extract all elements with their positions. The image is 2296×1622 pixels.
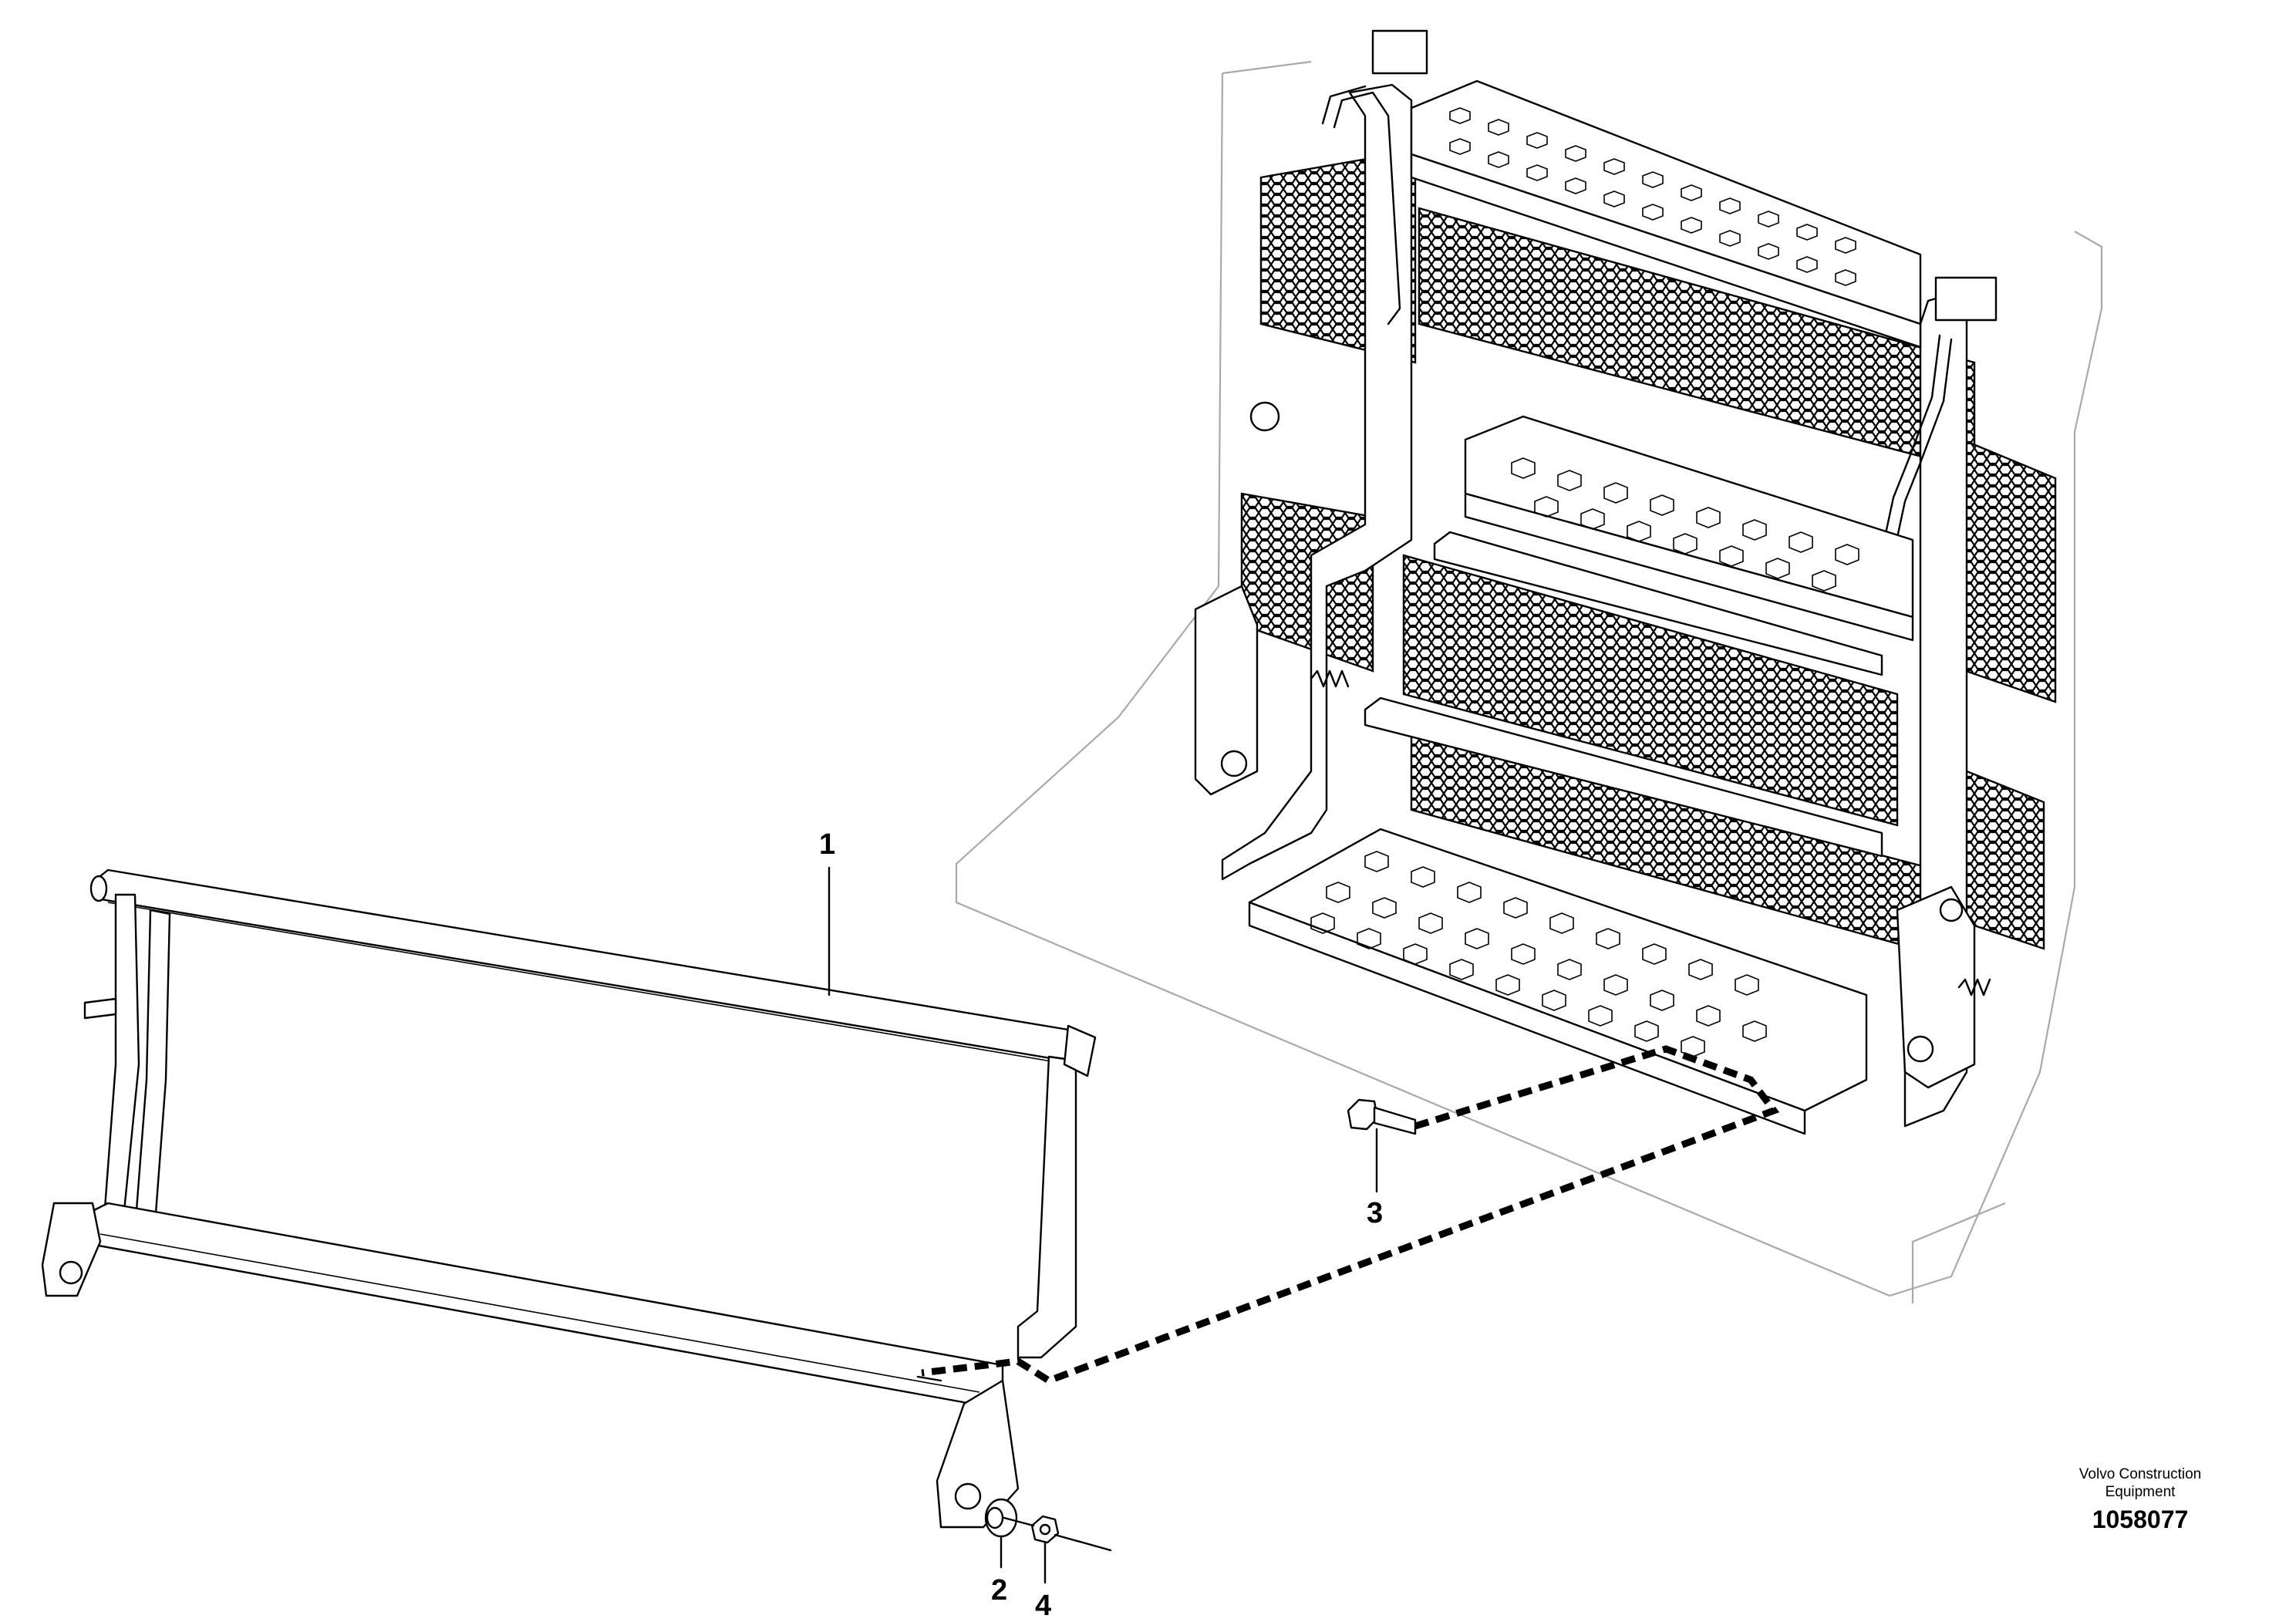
step-frame-part-1 — [41, 868, 1097, 1529]
bolt-part-3 — [1347, 1098, 1417, 1135]
cab-shell — [955, 60, 2103, 1303]
middle-step-holes — [1511, 457, 1859, 592]
callout-3: 3 — [1367, 1197, 1383, 1229]
mesh-panel-middle — [1402, 554, 1899, 827]
mesh-panel-mid-left — [1240, 492, 1374, 673]
publisher-credit: Volvo Construction Equipment — [2036, 1465, 2244, 1501]
assembly-path-end — [916, 1375, 942, 1382]
lower-step — [1248, 828, 1868, 1135]
upper-step — [1410, 79, 1922, 349]
drawing-number: 1058077 — [2092, 1506, 2189, 1533]
washer-part-2 — [984, 1498, 1018, 1538]
assembly-path — [921, 1045, 1780, 1384]
axis-line-nut — [1054, 1533, 1112, 1552]
step-ladder-assembly — [1194, 29, 2057, 1135]
credit-line-2: Equipment — [2105, 1484, 2176, 1500]
middle-step — [1464, 415, 1914, 642]
callout-4: 4 — [1035, 1590, 1051, 1622]
nut-part-4 — [1030, 1515, 1060, 1544]
upper-step-holes — [1449, 107, 1856, 286]
lower-step-holes — [1310, 851, 1767, 1057]
axis-line-washer — [1003, 1516, 1035, 1527]
callout-1: 1 — [819, 828, 835, 861]
callout-2: 2 — [991, 1574, 1007, 1607]
credit-line-1: Volvo Construction — [2079, 1466, 2202, 1482]
